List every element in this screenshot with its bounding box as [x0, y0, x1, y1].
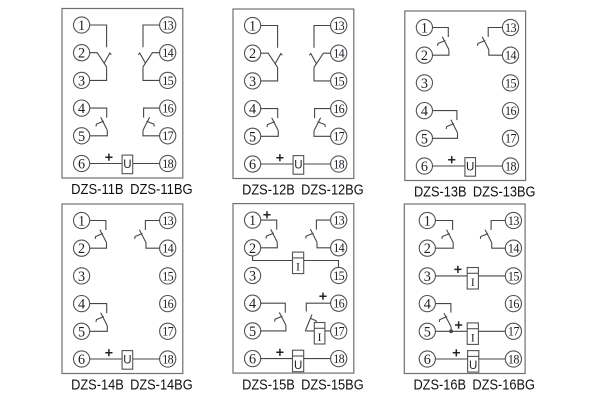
svg-text:14: 14 [162, 46, 173, 60]
svg-text:DZS-16B DZS-16BG: DZS-16B DZS-16BG [413, 378, 535, 394]
svg-text:5: 5 [421, 131, 428, 147]
svg-text:16: 16 [162, 102, 173, 116]
svg-text:3: 3 [421, 76, 428, 92]
svg-text:1: 1 [421, 21, 428, 37]
svg-text:13: 13 [162, 214, 173, 228]
svg-text:17: 17 [333, 130, 344, 144]
svg-text:1: 1 [249, 19, 256, 35]
svg-text:14: 14 [508, 242, 519, 256]
svg-text:5: 5 [78, 324, 85, 340]
svg-text:4: 4 [249, 296, 256, 312]
svg-text:2: 2 [249, 46, 256, 62]
svg-text:14: 14 [162, 242, 173, 256]
svg-text:16: 16 [162, 297, 173, 311]
svg-text:4: 4 [78, 297, 85, 313]
svg-text:4: 4 [78, 101, 85, 117]
svg-text:18: 18 [508, 352, 519, 366]
svg-text:I: I [296, 262, 300, 274]
svg-text:16: 16 [505, 104, 516, 118]
svg-text:3: 3 [78, 73, 85, 89]
svg-text:U: U [469, 360, 477, 372]
svg-text:4: 4 [249, 102, 256, 118]
svg-text:16: 16 [333, 297, 344, 311]
svg-text:U: U [123, 354, 131, 366]
svg-text:1: 1 [249, 213, 256, 229]
svg-text:17: 17 [505, 132, 516, 146]
svg-text:14: 14 [505, 49, 516, 63]
svg-text:U: U [466, 161, 474, 173]
svg-text:5: 5 [249, 129, 256, 145]
svg-text:1: 1 [78, 214, 85, 230]
svg-text:15: 15 [508, 269, 519, 283]
svg-text:6: 6 [421, 159, 428, 175]
svg-text:2: 2 [78, 241, 85, 257]
svg-text:I: I [471, 277, 475, 289]
svg-text:6: 6 [249, 157, 256, 173]
svg-text:13: 13 [333, 214, 344, 228]
svg-text:18: 18 [333, 157, 344, 171]
svg-text:DZS-11B DZS-11BG: DZS-11B DZS-11BG [71, 182, 193, 198]
svg-text:6: 6 [424, 352, 431, 368]
svg-text:5: 5 [78, 129, 85, 145]
svg-text:1: 1 [78, 18, 85, 34]
svg-text:17: 17 [162, 325, 173, 339]
svg-text:18: 18 [162, 352, 173, 366]
svg-text:15: 15 [333, 269, 344, 283]
svg-text:4: 4 [424, 297, 431, 313]
svg-text:2: 2 [78, 46, 85, 62]
svg-text:17: 17 [333, 324, 344, 338]
svg-text:5: 5 [424, 324, 431, 340]
svg-text:U: U [294, 159, 302, 171]
svg-text:14: 14 [333, 47, 344, 61]
svg-text:16: 16 [333, 102, 344, 116]
svg-text:DZS-14B DZS-14BG: DZS-14B DZS-14BG [71, 378, 193, 394]
svg-text:I: I [471, 333, 475, 345]
svg-text:1: 1 [424, 214, 431, 230]
svg-text:15: 15 [333, 74, 344, 88]
svg-text:3: 3 [249, 74, 256, 90]
svg-text:17: 17 [508, 325, 519, 339]
svg-text:3: 3 [424, 269, 431, 285]
svg-text:15: 15 [162, 269, 173, 283]
svg-text:2: 2 [424, 241, 431, 257]
svg-text:3: 3 [78, 269, 85, 285]
svg-text:DZS-15B DZS-15BG: DZS-15B DZS-15BG [242, 377, 364, 393]
svg-text:U: U [294, 360, 302, 372]
svg-text:13: 13 [505, 21, 516, 35]
svg-text:18: 18 [162, 157, 173, 171]
svg-text:5: 5 [249, 324, 256, 340]
svg-text:17: 17 [162, 129, 173, 143]
svg-text:DZS-13B DZS-13BG: DZS-13B DZS-13BG [414, 185, 536, 201]
svg-text:DZS-12B DZS-12BG: DZS-12B DZS-12BG [242, 183, 364, 199]
svg-text:16: 16 [508, 297, 519, 311]
svg-text:18: 18 [333, 352, 344, 366]
svg-text:6: 6 [78, 352, 85, 368]
svg-text:13: 13 [508, 214, 519, 228]
svg-text:6: 6 [249, 352, 256, 368]
svg-text:4: 4 [421, 104, 428, 120]
svg-text:15: 15 [162, 74, 173, 88]
svg-text:6: 6 [78, 157, 85, 173]
svg-text:3: 3 [249, 269, 256, 285]
svg-text:15: 15 [505, 76, 516, 90]
svg-text:2: 2 [421, 48, 428, 64]
svg-text:13: 13 [162, 18, 173, 32]
svg-text:13: 13 [333, 19, 344, 33]
svg-text:2: 2 [249, 241, 256, 257]
svg-text:14: 14 [333, 241, 344, 255]
svg-text:I: I [318, 332, 322, 344]
svg-text:18: 18 [505, 159, 516, 173]
svg-text:U: U [123, 159, 131, 171]
